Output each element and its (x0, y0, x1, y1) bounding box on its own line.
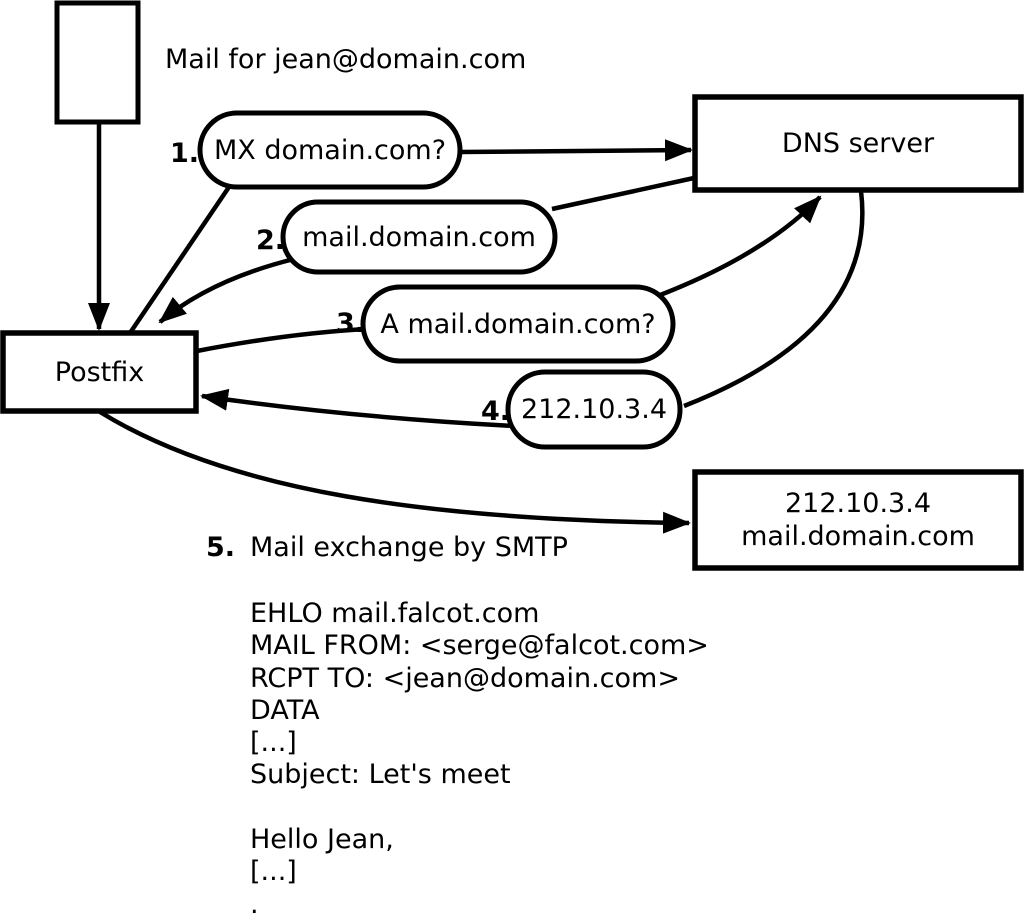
mail-for-annotation: Mail for jean@domain.com (165, 44, 527, 75)
arrow-postfix-to-mail-server (98, 410, 691, 534)
smtp-line-end-dot: . (250, 888, 259, 919)
arrow-query-mx-to-dns (459, 139, 693, 162)
line-postfix-to-query-a (196, 326, 369, 354)
arrow-answer-mx-to-postfix (158, 256, 295, 324)
bubble-answer-a-label: 212.10.3.4 (521, 394, 667, 425)
step-5-number: 5. (206, 532, 236, 563)
postfix-node-label: Postfix (54, 356, 145, 388)
smtp-line-blank (250, 792, 709, 824)
bubble-query-a-label: A mail.domain.com? (380, 308, 656, 340)
bubble-answer-a (505, 369, 683, 450)
smtp-line-hello: Hello Jean, (250, 824, 394, 856)
dns-server-node-box (692, 94, 1024, 193)
smtp-line-ellipsis-2: [...] (250, 856, 297, 888)
smtp-line-subject: Subject: Let's meet (250, 759, 511, 791)
bubble-query-mx-label: MX domain.com? (213, 134, 447, 166)
bubble-answer-mx (280, 199, 558, 275)
smtp-session-transcript: EHLO mail.falcot.com MAIL FROM: <serge@f… (250, 598, 709, 919)
step-1-number: 1. (170, 138, 200, 169)
step-4-number: 4. (481, 396, 511, 427)
bubble-query-mx (197, 110, 463, 190)
smtp-line-ellipsis-1: [...] (250, 727, 297, 759)
mail-server-node-label: 212.10.3.4 mail.domain.com (695, 472, 1021, 568)
arrow-query-a-to-dns (654, 195, 822, 300)
mail-server-hostname: mail.domain.com (741, 521, 975, 552)
smtp-line-data: DATA (250, 694, 320, 726)
smtp-line-rcpt-to: RCPT TO: <jean@domain.com> (250, 662, 680, 694)
bubble-query-a (360, 284, 676, 364)
postfix-node-box (0, 330, 199, 414)
mail-server-node-box (692, 469, 1024, 571)
line-postfix-to-query-mx (128, 185, 231, 335)
step-3-number: 3. (336, 308, 366, 339)
step-5-label: Mail exchange by SMTP (250, 532, 568, 563)
arrow-answer-a-to-postfix (200, 388, 515, 429)
line-dns-to-answer-a (683, 190, 865, 409)
mail-server-ip: 212.10.3.4 (785, 488, 931, 519)
bubble-answer-mx-label: mail.domain.com (302, 221, 536, 253)
line-dns-to-answer-mx (551, 175, 695, 212)
dns-server-node-label: DNS server (781, 128, 935, 159)
smtp-line-mail-from: MAIL FROM: <serge@falcot.com> (250, 630, 709, 662)
envelope-icon (54, 0, 141, 125)
step-2-number: 2. (256, 225, 286, 256)
smtp-line-ehlo: EHLO mail.falcot.com (250, 598, 540, 629)
